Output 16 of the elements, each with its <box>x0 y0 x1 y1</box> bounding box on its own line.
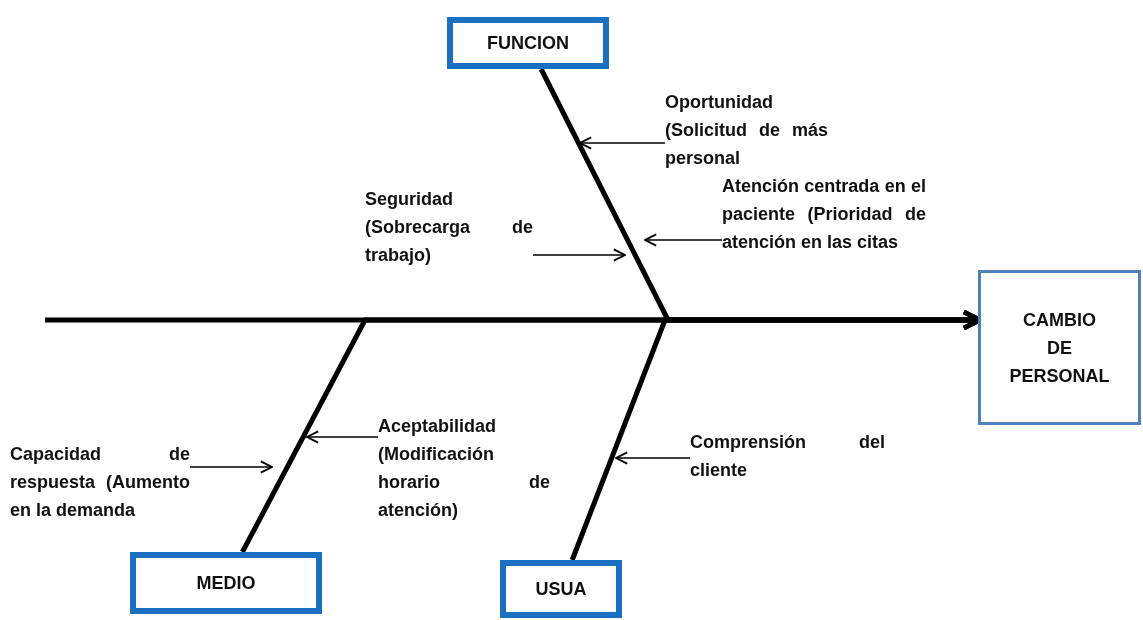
arrow <box>644 233 723 247</box>
cause-text: Aceptabilidad (Modificación horario de atención) <box>378 412 550 524</box>
category-box: USUA <box>500 560 622 618</box>
cause-text: Oportunidad (Solicitud de más personal <box>665 88 828 172</box>
arrow <box>532 248 626 262</box>
arrow <box>579 136 666 150</box>
category-box: MEDIO <box>130 552 322 614</box>
category-box: FUNCION <box>447 17 609 69</box>
cause-text: Capacidad de respuesta (Aumento en la demanda <box>10 440 190 524</box>
cause-text: Seguridad (Sobrecarga de trabajo) <box>365 185 533 269</box>
cause-text: Atención centrada en el paciente (Prioridad de atención en las citas <box>722 172 926 256</box>
cause-text: Comprensión del cliente <box>690 428 885 484</box>
arrow <box>615 451 691 465</box>
arrow <box>189 460 273 474</box>
effect-box: CAMBIO DE PERSONAL <box>978 270 1141 425</box>
arrow <box>306 430 379 444</box>
